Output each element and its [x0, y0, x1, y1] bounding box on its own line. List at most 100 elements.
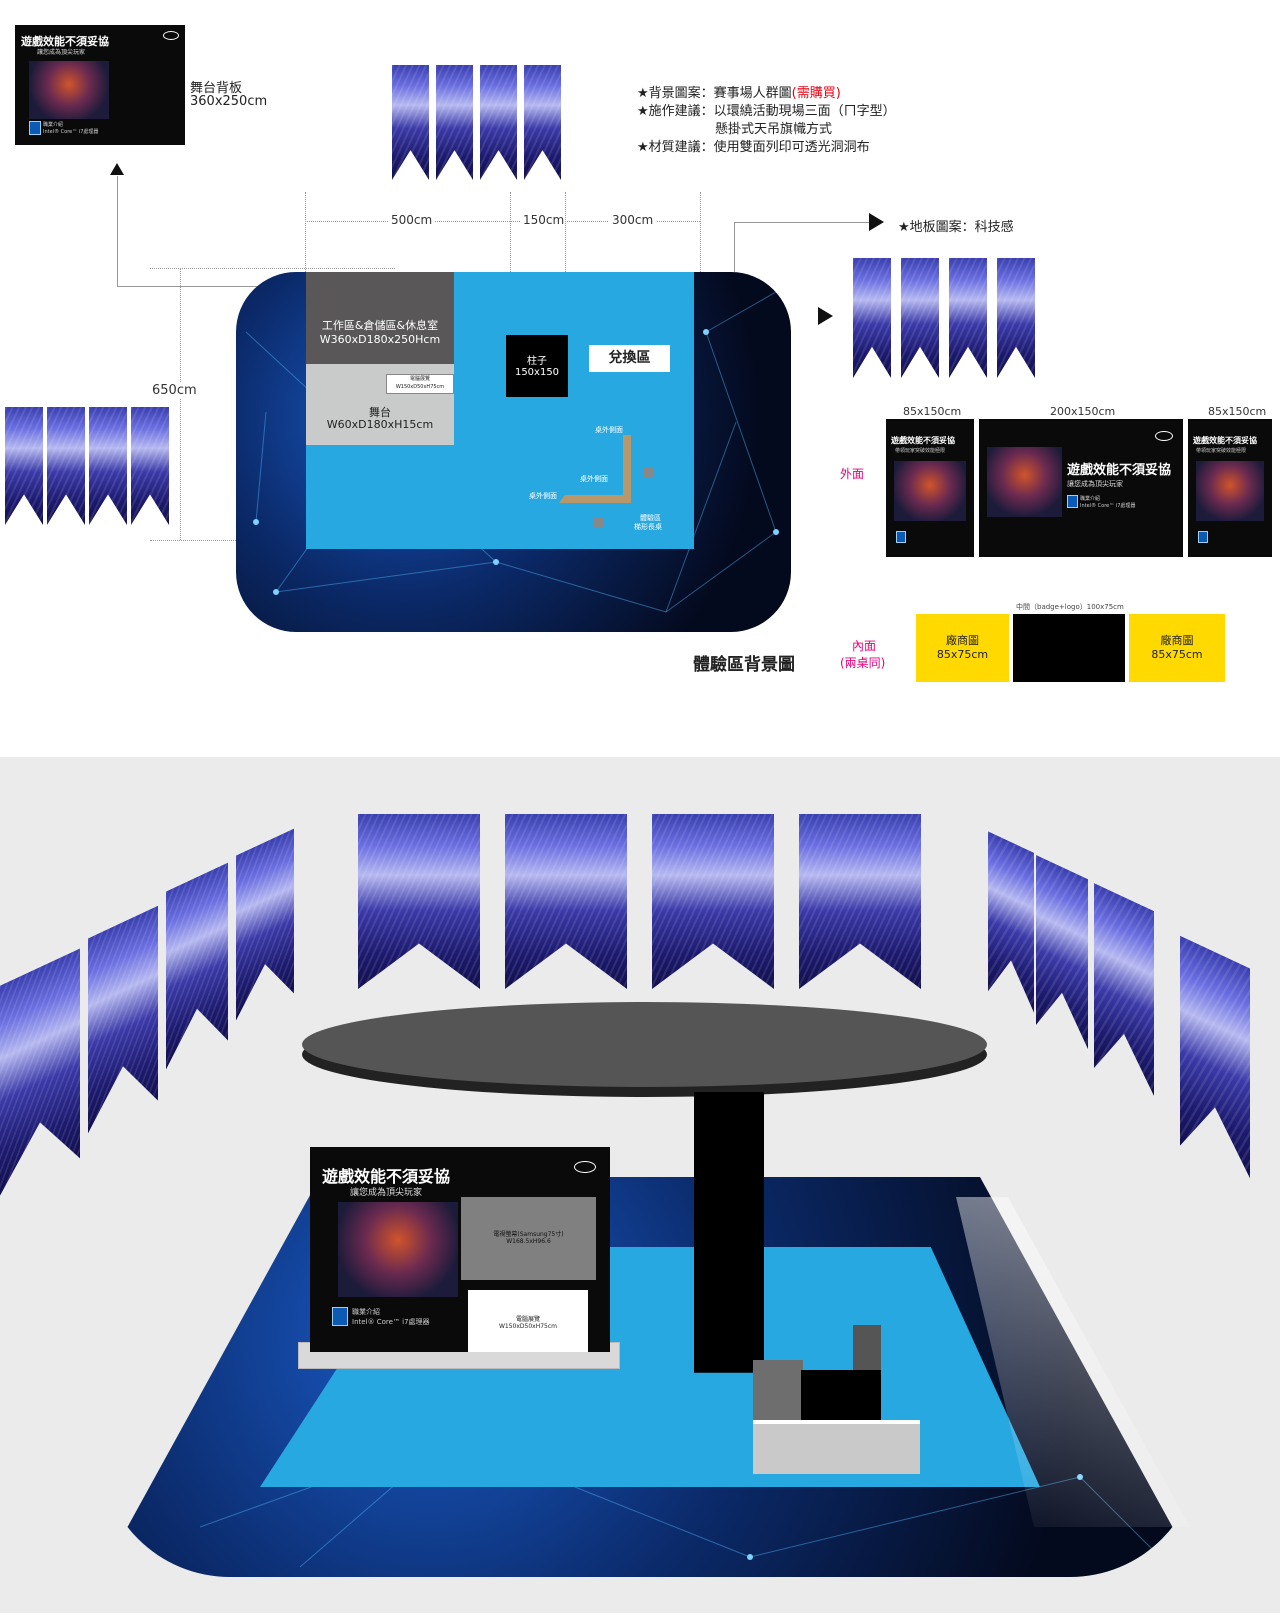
banner — [799, 814, 921, 989]
dim-500: 500cm — [388, 213, 436, 227]
dimension-tick — [305, 192, 306, 272]
banner — [88, 906, 158, 1134]
pillar: 柱子 150x150 — [506, 335, 568, 397]
stage-size: W60xD180xH15cm — [326, 418, 434, 431]
exchange-area: 兌換區 — [589, 345, 670, 372]
banner — [1180, 936, 1250, 1179]
panel-title: 遊戲效能不須妥協 — [1193, 436, 1257, 445]
work-area: 工作區&倉儲區&休息室 W360xD180x250Hcm — [306, 272, 454, 364]
connector-line — [117, 176, 118, 286]
banner — [505, 814, 627, 989]
pc-size: W150xD50xH75cm — [498, 1323, 558, 1330]
intel-logo-icon — [163, 31, 179, 40]
tv-label: 電視螢幕(Samsung75寸) — [493, 1231, 564, 1238]
banner — [436, 65, 473, 180]
outer-center-panel: 遊戲效能不須妥協 讓您成為頂尖玩家 職業介紹 Intel® Core™ i7處理… — [979, 419, 1183, 557]
dim-650: 650cm — [152, 383, 197, 398]
desk-label: 體驗區 — [640, 514, 661, 522]
dim-300: 300cm — [609, 213, 657, 227]
game-artwork — [29, 61, 109, 119]
vendor-label: 廠商圖 — [946, 634, 979, 647]
intel-badge-icon — [1198, 531, 1208, 543]
stage: 電腦展覽 W150xD50xH75cm 舞台 W60xD180xH15cm — [306, 364, 454, 445]
outer-side-panel-right: 遊戲效能不須妥協 帶領玩家突破效能極限 — [1188, 419, 1272, 557]
connector-line — [734, 222, 735, 272]
inner-note: (兩桌同) — [840, 656, 886, 670]
tv-screen: 電視螢幕(Samsung75寸) W168.5xH96.6 — [461, 1197, 596, 1280]
pillar-size: 150x150 — [514, 367, 560, 378]
dimension-line — [150, 540, 250, 541]
render-backdrop-product: Intel® Core™ i7處理器 — [352, 1318, 430, 1326]
panel-subtitle: 帶領玩家突破效能極限 — [1196, 448, 1247, 454]
note-bg-pattern-required: (需購買) — [791, 86, 841, 101]
side-size-right: 85x150cm — [1208, 405, 1267, 418]
intel-logo-icon — [574, 1161, 596, 1173]
render-backdrop: 遊戲效能不須妥協 讓您成為頂尖玩家 職業介紹 Intel® Core™ i7處理… — [310, 1147, 610, 1352]
desk-label-2: 梯形長桌 — [634, 523, 662, 531]
desk-panel-right — [853, 1325, 881, 1370]
note-bg-pattern: ★背景圖案：賽事場人群圖(需購買) — [637, 82, 841, 101]
render-backdrop-subtitle: 讓您成為頂尖玩家 — [350, 1188, 423, 1198]
banner — [392, 65, 429, 180]
backdrop-product: Intel® Core™ i7處理器 — [43, 129, 99, 135]
stage-label: 舞台 — [369, 406, 391, 419]
banner — [853, 258, 891, 378]
dimension-line — [305, 221, 700, 222]
banner — [5, 407, 43, 525]
intel-badge-icon — [896, 531, 906, 543]
vendor-size: 85x75cm — [936, 648, 989, 661]
dim-150: 150cm — [520, 213, 568, 227]
game-artwork — [1196, 461, 1264, 521]
experience-desk-plan — [559, 435, 653, 527]
center-size: 200x150cm — [1050, 405, 1116, 418]
canopy-pillar — [694, 1092, 764, 1373]
panel-subtitle: 帶領玩家突破效能極限 — [895, 448, 946, 454]
desk-side-3: 桌外側面 — [529, 492, 557, 500]
vendor-label: 廠商圖 — [1160, 634, 1194, 647]
intel-badge-icon — [29, 121, 41, 135]
outer-label: 外面 — [840, 467, 865, 481]
inner-center-panel — [1013, 614, 1125, 682]
desk-side-1: 桌外側面 — [595, 426, 623, 434]
game-artwork — [987, 447, 1062, 517]
banner — [480, 65, 517, 180]
arrow-right-icon — [818, 307, 833, 325]
side-size: 85x150cm — [903, 405, 962, 418]
dimension-tick — [565, 192, 566, 272]
pc-label: 電腦展覽 — [515, 1316, 540, 1323]
game-artwork — [894, 461, 966, 521]
backdrop-subtitle: 讓您成為頂尖玩家 — [37, 49, 86, 56]
render-backdrop-title: 遊戲效能不須妥協 — [322, 1167, 451, 1186]
intel-logo-icon — [1155, 431, 1173, 441]
note-floor: ★地板圖案：科技感 — [898, 220, 1014, 235]
dimension-tick — [510, 192, 511, 272]
stage-backdrop-size: 360x250cm — [190, 94, 268, 109]
work-area-label: 工作區&倉儲區&休息室 — [321, 319, 439, 332]
work-area-size: W360xD180x250Hcm — [319, 333, 441, 346]
connector-line — [734, 222, 869, 223]
banner — [949, 258, 987, 378]
desk-panel-center — [801, 1370, 881, 1420]
pc-cabinet-label: 電腦展覽 — [409, 376, 430, 382]
panel-subtitle: 讓您成為頂尖玩家 — [1067, 480, 1123, 488]
banner — [524, 65, 561, 180]
inner-label: 內面 — [852, 639, 877, 653]
game-artwork — [338, 1202, 458, 1297]
intel-badge-icon — [332, 1307, 348, 1326]
panel-title: 遊戲效能不須妥協 — [1067, 463, 1172, 478]
arrow-up-icon — [110, 163, 124, 175]
banner — [901, 258, 939, 378]
stage-backdrop-thumbnail: 遊戲效能不須妥協 讓您成為頂尖玩家 職業介紹 Intel® Core™ i7處理… — [15, 25, 185, 145]
render-view: 遊戲效能不須妥協 讓您成為頂尖玩家 職業介紹 Intel® Core™ i7處理… — [0, 757, 1280, 1613]
banner — [358, 814, 480, 989]
pc-cabinet: 電腦展覽 W150xD50xH75cm — [386, 374, 454, 394]
outer-side-panel-left: 遊戲效能不須妥協 帶領玩家突破效能極限 — [886, 419, 974, 557]
floor-plan-title: 體驗區背景圖 — [693, 655, 795, 675]
canopy-top — [302, 1002, 987, 1087]
desk-side-2: 桌外側面 — [580, 475, 608, 483]
dimension-tick — [700, 192, 701, 272]
pc-cabinet-render: 電腦展覽 W150xD50xH75cm — [468, 1290, 588, 1352]
dimension-line — [180, 268, 181, 540]
banner — [652, 814, 774, 989]
note-material: ★材質建議：使用雙面列印可透光洞洞布 — [637, 140, 870, 155]
